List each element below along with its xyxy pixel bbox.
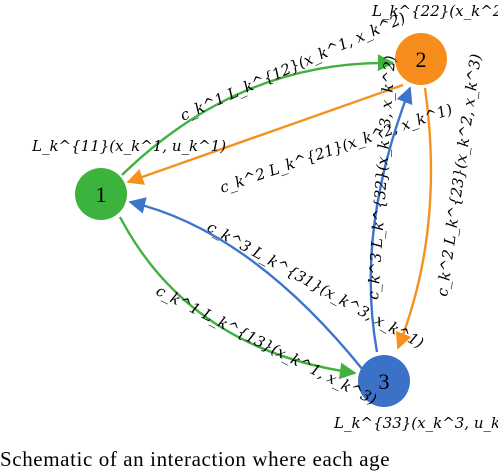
edge-2-to-1 (126, 83, 404, 185)
node-3[interactable]: 3 (358, 355, 410, 407)
edge-3-to-2 (369, 86, 413, 353)
node-2[interactable]: 2 (395, 33, 447, 85)
edge-label-3-to-2: c_k^3 L_k^{32}(x_k^3, x_k^2) (364, 55, 399, 301)
edge-label-2-to-3: c_k^2 L_k^{23}(x_k^2, x_k^3) (433, 53, 485, 298)
edge-label-2-to-1: c_k^2 L_k^{21}(x_k^2, x_k^1) (217, 100, 454, 197)
edge-1-to-2 (121, 54, 395, 176)
figure-caption: Schematic of an interaction where each a… (0, 447, 391, 471)
node-3-number: 3 (379, 369, 390, 394)
node-2-label: L_k^{22}(x_k^2, u_k^2) (371, 2, 498, 20)
node-1-number: 1 (96, 182, 107, 207)
edge-3-to-1 (128, 197, 364, 371)
edge-1-to-3 (118, 216, 357, 380)
edge-label-1-to-2: c_k^1 L_k^{12}(x_k^1, x_k^2) (177, 9, 408, 125)
node-2-circle (395, 33, 447, 85)
node-3-label: L_k^{33}(x_k^3, u_k^3) (333, 414, 498, 432)
node-2-number: 2 (416, 47, 427, 72)
node-3-circle (358, 355, 410, 407)
edge-2-to-3 (395, 87, 433, 350)
node-1-circle (75, 168, 127, 220)
node-1[interactable]: 1 (75, 168, 127, 220)
node-1-label: L_k^{11}(x_k^1, u_k^1) (31, 137, 226, 155)
